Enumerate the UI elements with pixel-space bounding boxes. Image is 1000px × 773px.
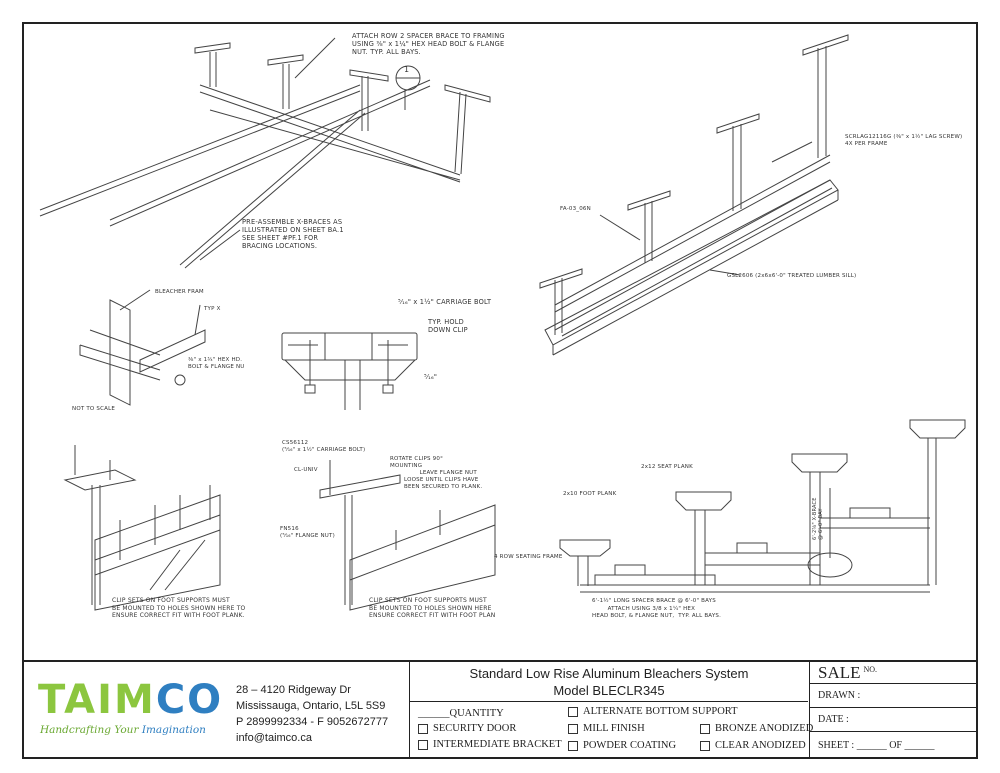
isometric-frame-view: [39, 37, 491, 269]
note-preassemble: PRE-ASSEMBLE X-BRACES AS ILLUSTRATED ON …: [242, 218, 344, 250]
option-bronze-anodized[interactable]: BRONZE ANODIZED: [700, 723, 813, 734]
date-field: DATE :: [810, 708, 976, 732]
company-address: 28 – 4120 Ridgeway Dr Mississauga, Ontar…: [236, 682, 388, 746]
drawn-field: DRAWN :: [810, 684, 976, 708]
product-panel: Standard Low Rise Aluminum Bleachers Sys…: [410, 662, 813, 759]
address-line-2: Mississauga, Ontario, L5L 5S9: [236, 700, 386, 712]
option-powder-coating[interactable]: POWDER COATING: [568, 740, 676, 751]
note-fn516: FN516 (⁵⁄₁₆" FLANGE NUT): [280, 526, 335, 539]
company-panel: TAIMCO Handcrafting Your Imagination 28 …: [22, 662, 410, 759]
note-xbrace: 6'-2⅝" X-BRACE @ 6'-0" BAY: [812, 497, 824, 540]
title-block: TAIMCO Handcrafting Your Imagination 28 …: [22, 660, 978, 759]
sheet-field: SHEET : ______ OF ______: [818, 740, 935, 751]
note-sill: GSL2606 (2x6x6'-0" TREATED LUMBER SILL): [727, 273, 857, 279]
note-not-to-scale: NOT TO SCALE: [72, 406, 116, 412]
model-number: Model BLECLR345: [553, 683, 665, 698]
callout-1: 1: [404, 65, 410, 74]
seat-section-detail: [281, 332, 418, 410]
email: info@taimco.ca: [236, 732, 312, 744]
quantity-field[interactable]: ______QUANTITY: [418, 708, 504, 719]
note-cs56112: CS56112 (⁵⁄₁₆" x 1½" CARRIAGE BOLT): [282, 440, 366, 453]
note-carriage-bolt: ⁵⁄₁₆" x 1½" CARRIAGE BOLT: [398, 298, 492, 306]
checkbox[interactable]: [568, 706, 578, 717]
note-lag-screw: SCRLAG12116G (⅜" x 1½" LAG SCREW) 4X PER…: [845, 134, 963, 147]
checkbox[interactable]: [568, 723, 578, 734]
option-mill-finish[interactable]: MILL FINISH: [568, 723, 645, 734]
company-tagline: Handcrafting Your Imagination: [40, 724, 206, 736]
note-attach-row2: ATTACH ROW 2 SPACER BRACE TO FRAMING USI…: [352, 32, 505, 56]
note-hex-bolt: ⅜" x 1¾" HEX HD. BOLT & FLANGE NU: [188, 357, 245, 370]
bracket-detail: [79, 289, 206, 406]
drawing-frame: [22, 22, 978, 759]
checkbox[interactable]: [568, 740, 578, 751]
checkbox[interactable]: [418, 723, 428, 734]
note-bleacher-frame: BLEACHER FRAM: [155, 289, 204, 295]
phone-fax: P 2899992334 - F 9052672777: [236, 716, 389, 728]
checkbox[interactable]: [700, 740, 710, 751]
note-cl-univ: CL-UNIV: [294, 467, 318, 473]
note-spacer-brace: 6'-1½" LONG SPACER BRACE @ 6'-0" BAYS AT…: [592, 598, 722, 619]
note-rotate-clips: ROTATE CLIPS 90° MOUNTING: [390, 456, 444, 469]
bleacher-section-view: [559, 419, 966, 593]
option-clear-anodized[interactable]: CLEAR ANODIZED: [700, 740, 806, 751]
note-5-16: ⁵⁄₁₆": [424, 373, 438, 381]
note-typ-x: TYP X: [204, 306, 221, 312]
technical-drawing: [39, 34, 966, 611]
checkbox[interactable]: [700, 723, 710, 734]
frame-with-sill-view: [539, 34, 849, 356]
checkbox[interactable]: [418, 739, 428, 750]
drawing-title: Standard Low Rise Aluminum Bleachers Sys…: [410, 662, 808, 702]
option-security-door[interactable]: SECURITY DOOR: [418, 723, 516, 734]
note-foot-plank: 2x10 FOOT PLANK: [563, 491, 617, 497]
address-line-1: 28 – 4120 Ridgeway Dr: [236, 684, 351, 696]
clip-mount-view-left: [63, 445, 221, 611]
note-clip-sets-left: CLIP SETS ON FOOT SUPPORTS MUST BE MOUNT…: [112, 597, 246, 619]
option-intermediate-bracket[interactable]: INTERMEDIATE BRACKET: [418, 739, 562, 750]
note-fa: FA-03_06N: [560, 206, 591, 212]
note-leave-flange: LEAVE FLANGE NUT LOOSE UNTIL CLIPS HAVE …: [404, 470, 483, 490]
option-alternate-bottom-support[interactable]: ALTERNATE BOTTOM SUPPORT: [568, 706, 738, 717]
company-logo: TAIMCO: [38, 677, 224, 723]
note-row-frame: 4 ROW SEATING FRAME: [494, 554, 563, 560]
note-hold-down: TYP. HOLD DOWN CLIP: [428, 318, 468, 334]
clip-mount-view-mid: [319, 460, 496, 611]
note-seat-plank: 2x12 SEAT PLANK: [641, 464, 693, 470]
note-clip-sets-mid: CLIP SETS ON FOOT SUPPORTS MUST BE MOUNT…: [369, 597, 496, 619]
